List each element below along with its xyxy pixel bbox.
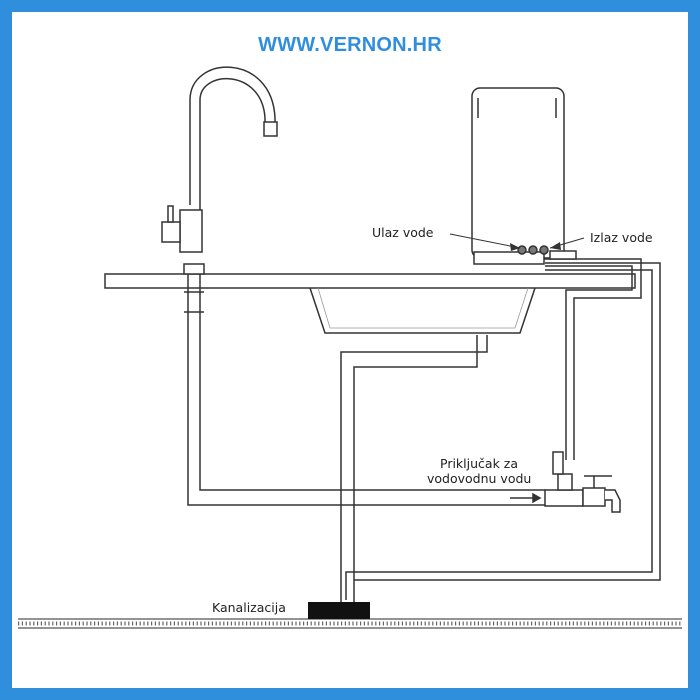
valve-icon — [510, 451, 584, 507]
supply-connection-label-line1: Priključak za — [440, 456, 518, 471]
filter-unit-icon — [471, 87, 577, 265]
site-title: WWW.VERNON.HR — [258, 34, 442, 56]
inlet-line — [187, 268, 545, 506]
drain-block-icon — [308, 602, 370, 619]
water-inlet-label: Ulaz vode — [372, 225, 434, 240]
tap-icon — [582, 475, 621, 513]
floor-strip — [18, 618, 682, 629]
sink-basin — [309, 287, 536, 334]
drain-label: Kanalizacija — [212, 600, 286, 615]
drain-pipe — [340, 335, 488, 605]
countertop — [104, 273, 636, 289]
supply-connection-label-line2: vodovodnu vodu — [427, 471, 531, 486]
faucet-icon — [161, 66, 278, 313]
filter-drain-line — [345, 262, 661, 600]
water-outlet-label: Izlaz vode — [590, 230, 653, 245]
output-line — [538, 258, 642, 460]
installation-diagram: Ulaz vode Izlaz vode Priključak za vodov… — [18, 66, 682, 629]
